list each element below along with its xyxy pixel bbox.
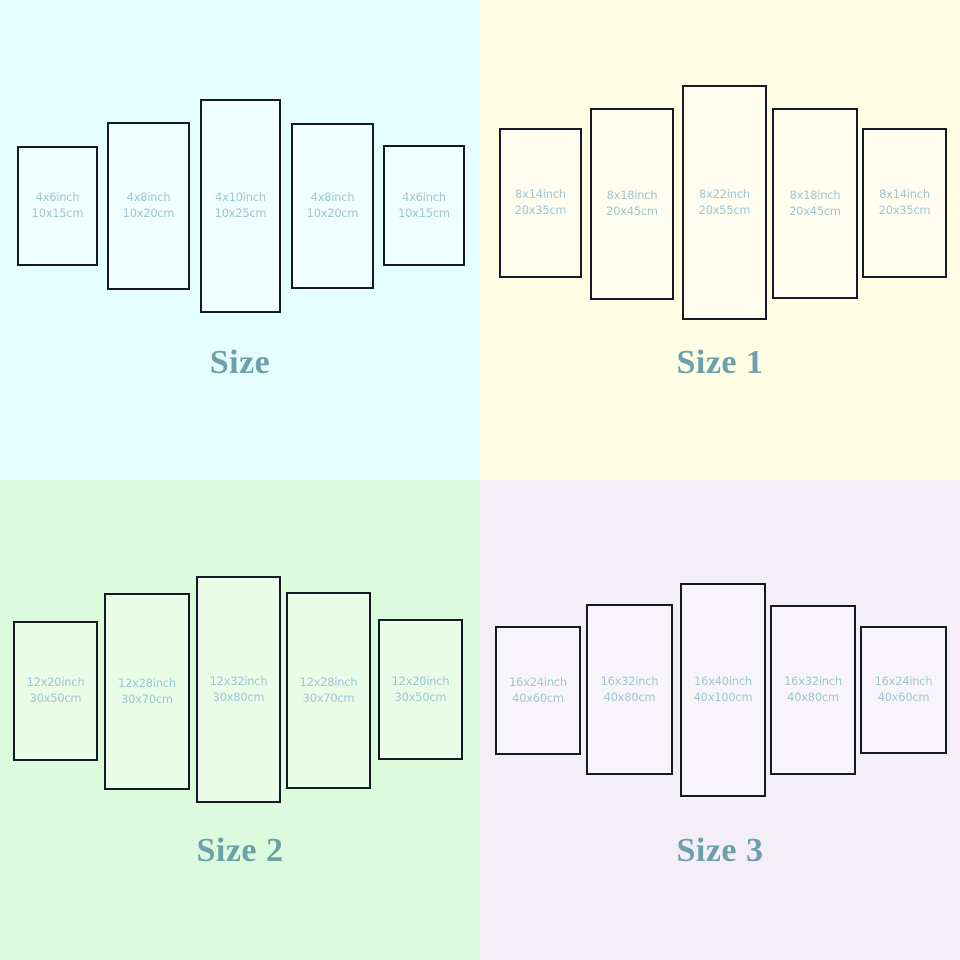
panel-frame[interactable]: 4x6inch 10x15cm (17, 146, 98, 266)
panel-label-inch: 12x32inch (209, 673, 268, 688)
panel-label: 8x18inch 20x45cm (789, 188, 841, 219)
panel-label-cm: 20x35cm (514, 203, 567, 217)
panel-label: 16x32inch 40x80cm (784, 674, 842, 705)
panel-label-inch: 16x32inch (784, 674, 842, 689)
panel-label-cm: 40x100cm (693, 690, 753, 704)
panel-label-cm: 40x60cm (512, 690, 564, 705)
panel-label: 12x28inch 30x70cm (300, 675, 358, 706)
panel-label-cm: 10x20cm (122, 206, 175, 220)
panel-label-cm: 20x45cm (789, 203, 841, 218)
panel-frame[interactable]: 4x10inch 10x25cm (200, 99, 281, 313)
panel-label-inch: 12x28inch (299, 674, 358, 689)
panel-frame[interactable]: 16x40inch 40x100cm (680, 583, 766, 797)
panel-label: 8x14inch 20x35cm (879, 187, 931, 218)
quadrant-title: Size (209, 344, 271, 381)
panel-label-inch: 16x24inch (874, 674, 933, 689)
panel-frame[interactable]: 12x20inch 30x50cm (378, 619, 463, 760)
panel-label-cm: 20x35cm (878, 203, 931, 217)
panel-label-inch: 4x6inch (402, 189, 446, 204)
panel-frame[interactable]: 12x28inch 30x70cm (104, 593, 190, 790)
panel-label-cm: 40x60cm (877, 690, 930, 704)
panel-label-inch: 16x40inch (694, 674, 752, 689)
panel-label-cm: 30x70cm (302, 690, 355, 705)
panel-frame[interactable]: 12x28inch 30x70cm (286, 592, 371, 789)
panel-frame[interactable]: 16x32inch 40x80cm (770, 605, 856, 775)
panel-group-size-1: 8x14inch 20x35cm 8x18inch 20x45cm 8x22in… (480, 0, 960, 480)
quadrant-title: Size 2 (196, 832, 284, 869)
panel-label-cm: 30x50cm (394, 689, 447, 704)
panel-label-cm: 10x25cm (214, 206, 267, 220)
panel-group-size: 4x6inch 10x15cm 4x8inch 10x20cm 4x10inch… (0, 0, 480, 480)
panel-frame[interactable]: 8x18inch 20x45cm (590, 108, 674, 300)
panel-label-inch: 12x28inch (118, 675, 176, 690)
panel-label-inch: 12x20inch (391, 673, 450, 688)
panel-label-inch: 12x20inch (26, 675, 85, 690)
panel-label-cm: 10x15cm (31, 206, 84, 220)
panel-label-cm: 20x55cm (698, 202, 751, 217)
panel-label-cm: 30x70cm (121, 691, 173, 706)
panel-label: 16x24inch 40x60cm (875, 674, 933, 705)
panel-label: 16x40inch 40x100cm (694, 674, 753, 705)
panel-label-inch: 8x22inch (699, 186, 750, 201)
panel-label: 12x20inch 30x50cm (27, 675, 85, 706)
quadrant-size-2: 12x20inch 30x50cm 12x28inch 30x70cm 12x3… (0, 480, 480, 960)
panel-frame[interactable]: 8x14inch 20x35cm (499, 128, 582, 278)
panel-label-cm: 40x80cm (787, 690, 839, 704)
panel-group-size-2: 12x20inch 30x50cm 12x28inch 30x70cm 12x3… (0, 480, 480, 960)
panel-label-inch: 16x24inch (509, 674, 567, 689)
panel-label-inch: 8x14inch (515, 187, 566, 202)
panel-frame[interactable]: 8x22inch 20x55cm (682, 85, 767, 320)
panel-label-cm: 30x50cm (29, 691, 82, 705)
panel-frame[interactable]: 12x32inch 30x80cm (196, 576, 281, 803)
quadrant-size-1: 8x14inch 20x35cm 8x18inch 20x45cm 8x22in… (480, 0, 960, 480)
panel-label: 16x24inch 40x60cm (509, 675, 567, 706)
panel-label: 4x10inch 10x25cm (215, 190, 267, 221)
panel-label: 4x6inch 10x15cm (32, 190, 84, 221)
panel-frame[interactable]: 8x18inch 20x45cm (772, 108, 858, 299)
quadrant-title: Size 1 (676, 344, 764, 381)
panel-label: 8x14inch 20x35cm (515, 187, 567, 218)
panel-group-size-3: 16x24inch 40x60cm 16x32inch 40x80cm 16x4… (480, 480, 960, 960)
panel-label: 16x32inch 40x80cm (601, 674, 659, 705)
panel-label-inch: 4x8inch (126, 190, 171, 205)
panel-label-inch: 4x10inch (215, 190, 266, 205)
panel-label: 8x18inch 20x45cm (606, 188, 658, 219)
panel-label-cm: 30x80cm (212, 689, 265, 704)
panel-label: 12x32inch 30x80cm (210, 674, 268, 705)
panel-frame[interactable]: 12x20inch 30x50cm (13, 621, 98, 761)
panel-frame[interactable]: 4x6inch 10x15cm (383, 145, 465, 266)
panel-label-cm: 10x20cm (306, 206, 359, 220)
panel-label: 8x22inch 20x55cm (699, 187, 751, 218)
quadrant-size: 4x6inch 10x15cm 4x8inch 10x20cm 4x10inch… (0, 0, 480, 480)
panel-frame[interactable]: 4x8inch 10x20cm (107, 122, 190, 290)
panel-frame[interactable]: 16x24inch 40x60cm (860, 626, 947, 754)
panel-label-inch: 8x18inch (789, 187, 841, 202)
panel-frame[interactable]: 16x32inch 40x80cm (586, 604, 673, 775)
panel-label-cm: 20x45cm (606, 204, 658, 218)
panel-frame[interactable]: 4x8inch 10x20cm (291, 123, 374, 289)
quadrant-size-3: 16x24inch 40x60cm 16x32inch 40x80cm 16x4… (480, 480, 960, 960)
quadrant-title: Size 3 (676, 832, 764, 869)
panel-label: 12x20inch 30x50cm (392, 674, 450, 705)
panel-label: 4x6inch 10x15cm (398, 190, 450, 221)
panel-frame[interactable]: 16x24inch 40x60cm (495, 626, 581, 755)
panel-label: 4x8inch 10x20cm (123, 190, 175, 221)
panel-label: 12x28inch 30x70cm (118, 676, 176, 707)
panel-frame[interactable]: 8x14inch 20x35cm (862, 128, 947, 278)
panel-label-inch: 8x18inch (606, 188, 658, 203)
panel-label: 4x8inch 10x20cm (307, 190, 359, 221)
panel-label-inch: 16x32inch (600, 673, 659, 688)
panel-label-inch: 8x14inch (879, 187, 930, 202)
panel-label-inch: 4x8inch (310, 190, 355, 205)
panel-label-cm: 40x80cm (603, 689, 656, 704)
panel-label-inch: 4x6inch (35, 190, 80, 205)
panel-label-cm: 10x15cm (398, 205, 450, 220)
